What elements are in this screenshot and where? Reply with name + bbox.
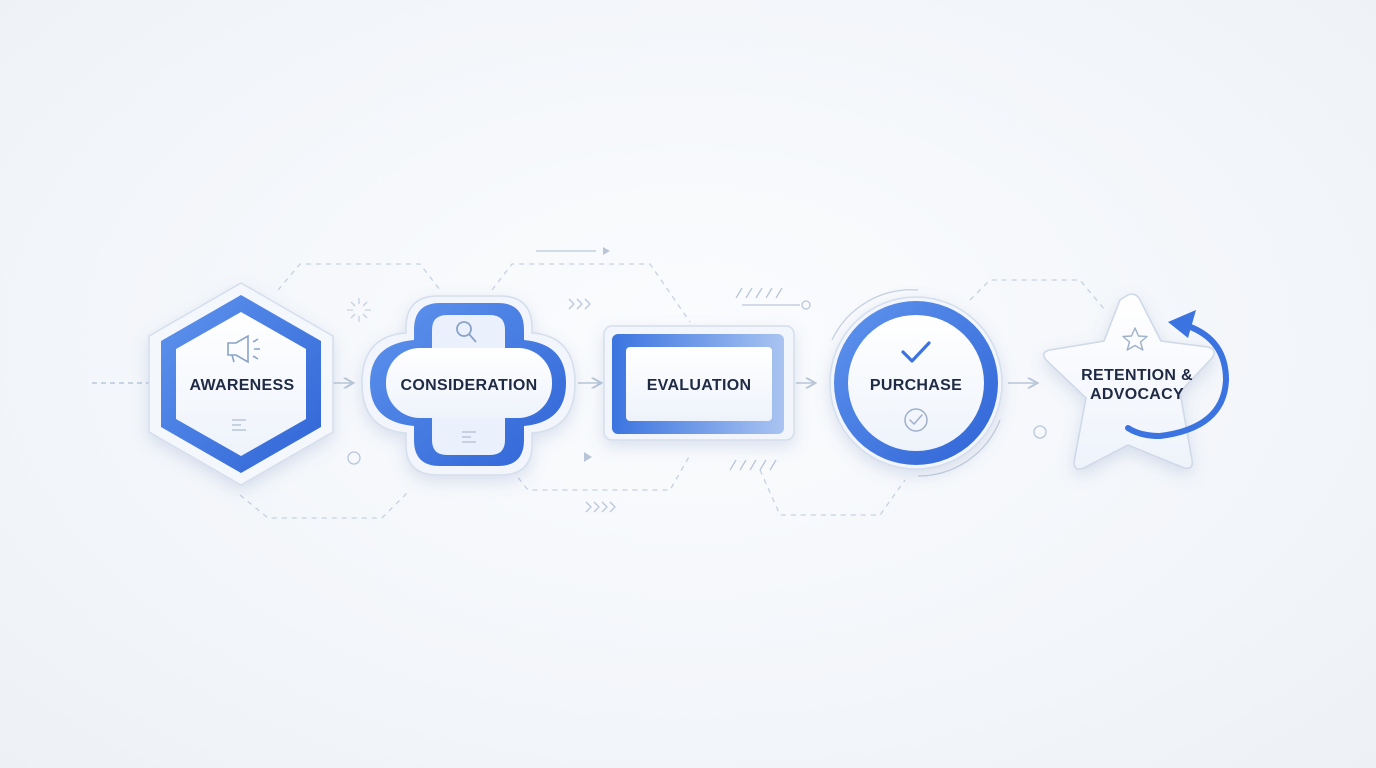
stage-consideration: CONSIDERATION	[361, 295, 576, 476]
purchase-panel	[848, 315, 984, 451]
awareness-hexagon-inner	[176, 312, 306, 456]
consideration-panel	[386, 348, 552, 418]
stage-awareness: AWARENESS	[148, 282, 334, 486]
purchase-arc-decoration	[831, 289, 919, 341]
stage-purchase: PURCHASE	[829, 289, 1003, 477]
stage-evaluation: EVALUATION	[603, 325, 795, 441]
purchase-arc-decoration-lower	[917, 419, 1001, 477]
stage-label-purchase: PURCHASE	[870, 377, 962, 394]
dashed-background-paths	[239, 263, 1106, 519]
retention-star	[1042, 293, 1216, 470]
star-icon	[1122, 327, 1148, 351]
stage-label-evaluation: EVALUATION	[647, 377, 752, 394]
stage-retention: RETENTION & ADVOCACY	[1042, 293, 1230, 470]
decorative-marks	[347, 247, 1047, 513]
check-circle-icon	[904, 408, 928, 432]
lines-glyph	[462, 431, 476, 443]
stage-label-retention-line1: RETENTION &	[1081, 367, 1193, 384]
megaphone-icon	[227, 334, 260, 364]
cycle-arrow-icon	[1125, 310, 1230, 440]
sparkle-mark	[347, 298, 371, 322]
evaluation-panel	[626, 347, 772, 421]
consideration-top-lobe	[432, 315, 505, 348]
stage-label-retention-line2: ADVOCACY	[1090, 386, 1184, 403]
checkmark-icon	[901, 341, 931, 363]
magnifier-icon	[456, 321, 477, 343]
lines-glyph	[232, 419, 246, 431]
stage-label-consideration: CONSIDERATION	[401, 377, 538, 394]
stage-label-awareness: AWARENESS	[190, 377, 295, 394]
